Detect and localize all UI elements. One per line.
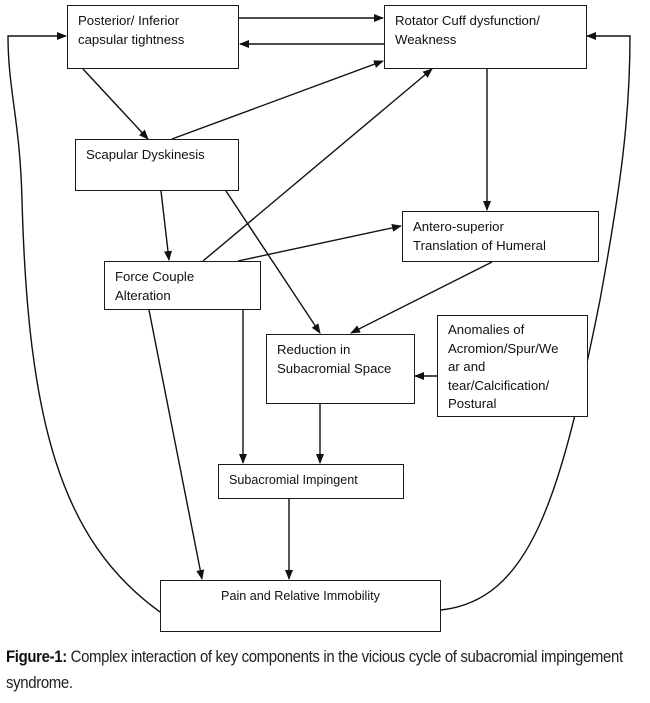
node-label: Antero-superior Translation of Humeral bbox=[413, 219, 546, 253]
node-label: Rotator Cuff dysfunction/ Weakness bbox=[395, 13, 540, 47]
arrow-posterior-to-scapular bbox=[82, 68, 149, 140]
arrow-scapular-to-force bbox=[160, 190, 172, 261]
node-force: Force Couple Alteration bbox=[104, 261, 261, 310]
node-scapular: Scapular Dyskinesis bbox=[75, 139, 239, 191]
node-label: Reduction in Subacromial Space bbox=[277, 342, 392, 376]
caption-text: Complex interaction of key components in… bbox=[6, 647, 623, 692]
node-reduction: Reduction in Subacromial Space bbox=[266, 334, 415, 404]
arrow-scapular-to-reduction bbox=[225, 190, 321, 334]
figure-caption: Figure-1: Complex interaction of key com… bbox=[6, 644, 648, 696]
node-antero: Antero-superior Translation of Humeral bbox=[402, 211, 599, 262]
arrow-scapular-to-rotator bbox=[171, 60, 384, 140]
arrow-force-to-rotator bbox=[202, 68, 433, 262]
node-label: Scapular Dyskinesis bbox=[86, 147, 205, 162]
arrow-force-to-pain bbox=[148, 309, 205, 580]
arrow-force-to-antero bbox=[237, 223, 402, 262]
node-label: Force Couple Alteration bbox=[115, 269, 195, 303]
arrow-pain-to-posterior bbox=[7, 32, 161, 613]
node-pain: Pain and Relative Immobility bbox=[160, 580, 441, 632]
node-label: Pain and Relative Immobility bbox=[221, 589, 380, 603]
node-rotator: Rotator Cuff dysfunction/ Weakness bbox=[384, 5, 587, 69]
node-label: Subacromial Impingent bbox=[229, 473, 358, 487]
node-label: Anomalies of Acromion/Spur/We ar and tea… bbox=[448, 322, 559, 411]
node-label: Posterior/ Inferior capsular tightness bbox=[78, 13, 185, 47]
caption-prefix: Figure-1: bbox=[6, 647, 67, 666]
node-impingent: Subacromial Impingent bbox=[218, 464, 404, 499]
node-posterior: Posterior/ Inferior capsular tightness bbox=[67, 5, 239, 69]
node-anomalies: Anomalies of Acromion/Spur/We ar and tea… bbox=[437, 315, 588, 417]
arrow-pain-to-rotator bbox=[440, 32, 631, 611]
arrow-antero-to-reduction bbox=[350, 261, 493, 334]
